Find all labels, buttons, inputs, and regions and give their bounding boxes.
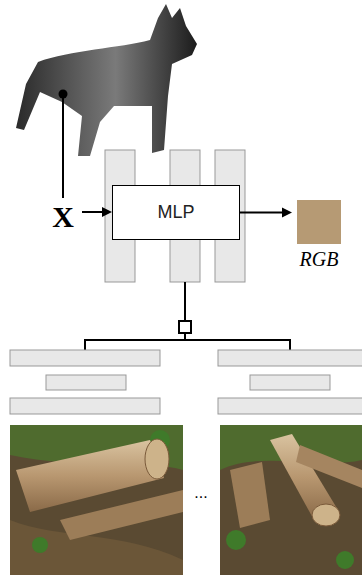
wolf-silhouette <box>16 4 197 156</box>
agg-line <box>184 333 186 340</box>
agg-square <box>179 321 191 333</box>
output-label: RGB <box>294 248 344 271</box>
input-variable: X <box>52 200 74 234</box>
encoder-bar <box>46 375 126 390</box>
connector-arrow <box>240 208 292 218</box>
encoder-bar <box>10 350 160 366</box>
encoder-bar <box>218 398 362 414</box>
encoder-bar <box>250 375 330 390</box>
agg-line <box>184 282 186 321</box>
mlp-box: MLP <box>112 185 240 240</box>
input-photo <box>220 425 362 575</box>
input-photo <box>10 425 183 575</box>
box-label: MLP <box>157 202 194 223</box>
rgb-output: RGB <box>294 200 344 271</box>
input-arrow <box>82 211 104 213</box>
encoder-bar <box>10 398 160 414</box>
leader-line <box>62 94 64 198</box>
arrow-head <box>102 207 112 217</box>
branch-line <box>85 340 290 350</box>
ellipsis: ... <box>194 484 207 502</box>
color-square <box>297 200 341 244</box>
encoder-bar <box>218 350 362 366</box>
